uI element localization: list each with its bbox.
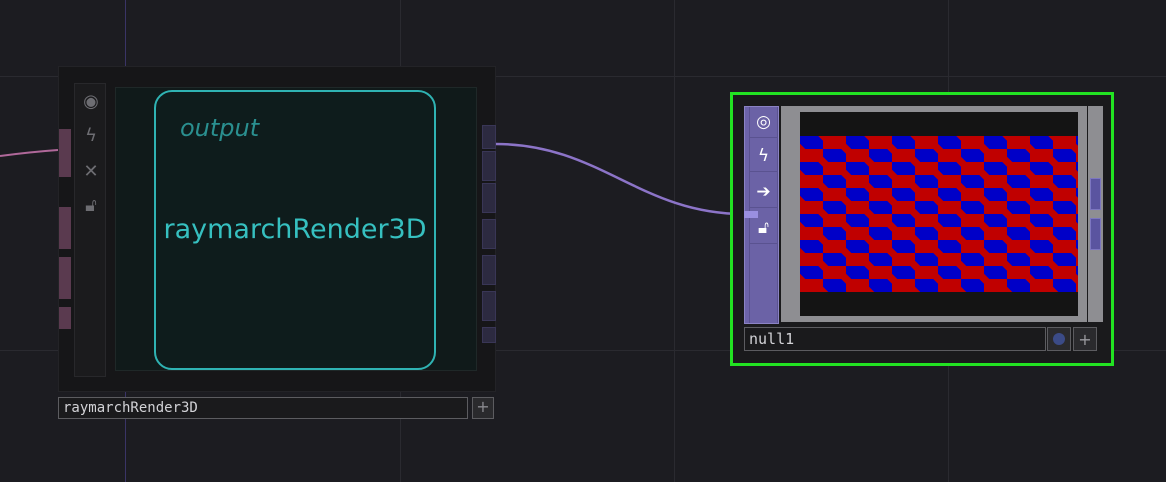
- bypass-x-icon[interactable]: ✕: [83, 160, 99, 182]
- preview-frame: [781, 106, 1087, 322]
- cook-flag-icon[interactable]: ϟ: [750, 141, 777, 172]
- node-viewer[interactable]: output raymarchRender3D: [115, 87, 477, 371]
- grid-line: [0, 350, 1166, 351]
- node-name-field[interactable]: null1: [744, 327, 1046, 351]
- input-connector[interactable]: [59, 207, 71, 249]
- checkerboard-preview: [800, 136, 1078, 292]
- grid-line: [674, 0, 675, 482]
- node-viewer[interactable]: [800, 112, 1078, 316]
- output-connector[interactable]: [1090, 178, 1101, 210]
- connection-wire[interactable]: [495, 142, 745, 216]
- output-connector[interactable]: [482, 183, 496, 213]
- input-port[interactable]: [744, 211, 758, 218]
- viewer-toggle-icon[interactable]: ◉: [83, 90, 99, 112]
- null-node[interactable]: ◎ ϟ ➔ 🔓︎ null1 +: [730, 92, 1114, 366]
- comp-node[interactable]: ◉ ϟ ✕ 🔓︎ output raymarchRender3D: [58, 66, 496, 392]
- input-wire[interactable]: [0, 149, 59, 157]
- lock-icon[interactable]: 🔓︎: [85, 194, 97, 216]
- output-connector[interactable]: [482, 125, 496, 149]
- output-connector[interactable]: [482, 291, 496, 321]
- output-label: output: [180, 114, 260, 142]
- output-panel: output raymarchRender3D: [154, 90, 436, 370]
- dot-icon: [1053, 333, 1065, 345]
- display-arrow-icon[interactable]: ➔: [750, 177, 777, 208]
- output-connector[interactable]: [482, 219, 496, 249]
- output-strip: [1088, 106, 1103, 322]
- viewer-toggle-icon[interactable]: ◎: [750, 107, 777, 138]
- node-name-field[interactable]: raymarchRender3D: [58, 397, 468, 419]
- output-connector[interactable]: [1090, 218, 1101, 250]
- cook-flag-icon[interactable]: ϟ: [85, 124, 97, 146]
- output-connector[interactable]: [482, 327, 496, 343]
- node-display-title: raymarchRender3D: [163, 214, 427, 245]
- input-connector[interactable]: [59, 307, 71, 329]
- viewer-dot-button[interactable]: [1047, 327, 1071, 351]
- node-flag-strip: ◎ ϟ ➔ 🔓︎: [744, 106, 779, 324]
- add-button[interactable]: +: [1073, 327, 1097, 351]
- grid-line: [0, 76, 1166, 77]
- lock-icon[interactable]: 🔓︎: [750, 213, 777, 244]
- output-connector[interactable]: [482, 151, 496, 181]
- node-flag-strip: ◉ ϟ ✕ 🔓︎: [74, 83, 106, 377]
- output-connector[interactable]: [482, 255, 496, 285]
- plus-icon: +: [1078, 329, 1092, 349]
- input-connector[interactable]: [59, 257, 71, 299]
- add-button[interactable]: +: [472, 397, 494, 419]
- input-connector[interactable]: [59, 129, 71, 177]
